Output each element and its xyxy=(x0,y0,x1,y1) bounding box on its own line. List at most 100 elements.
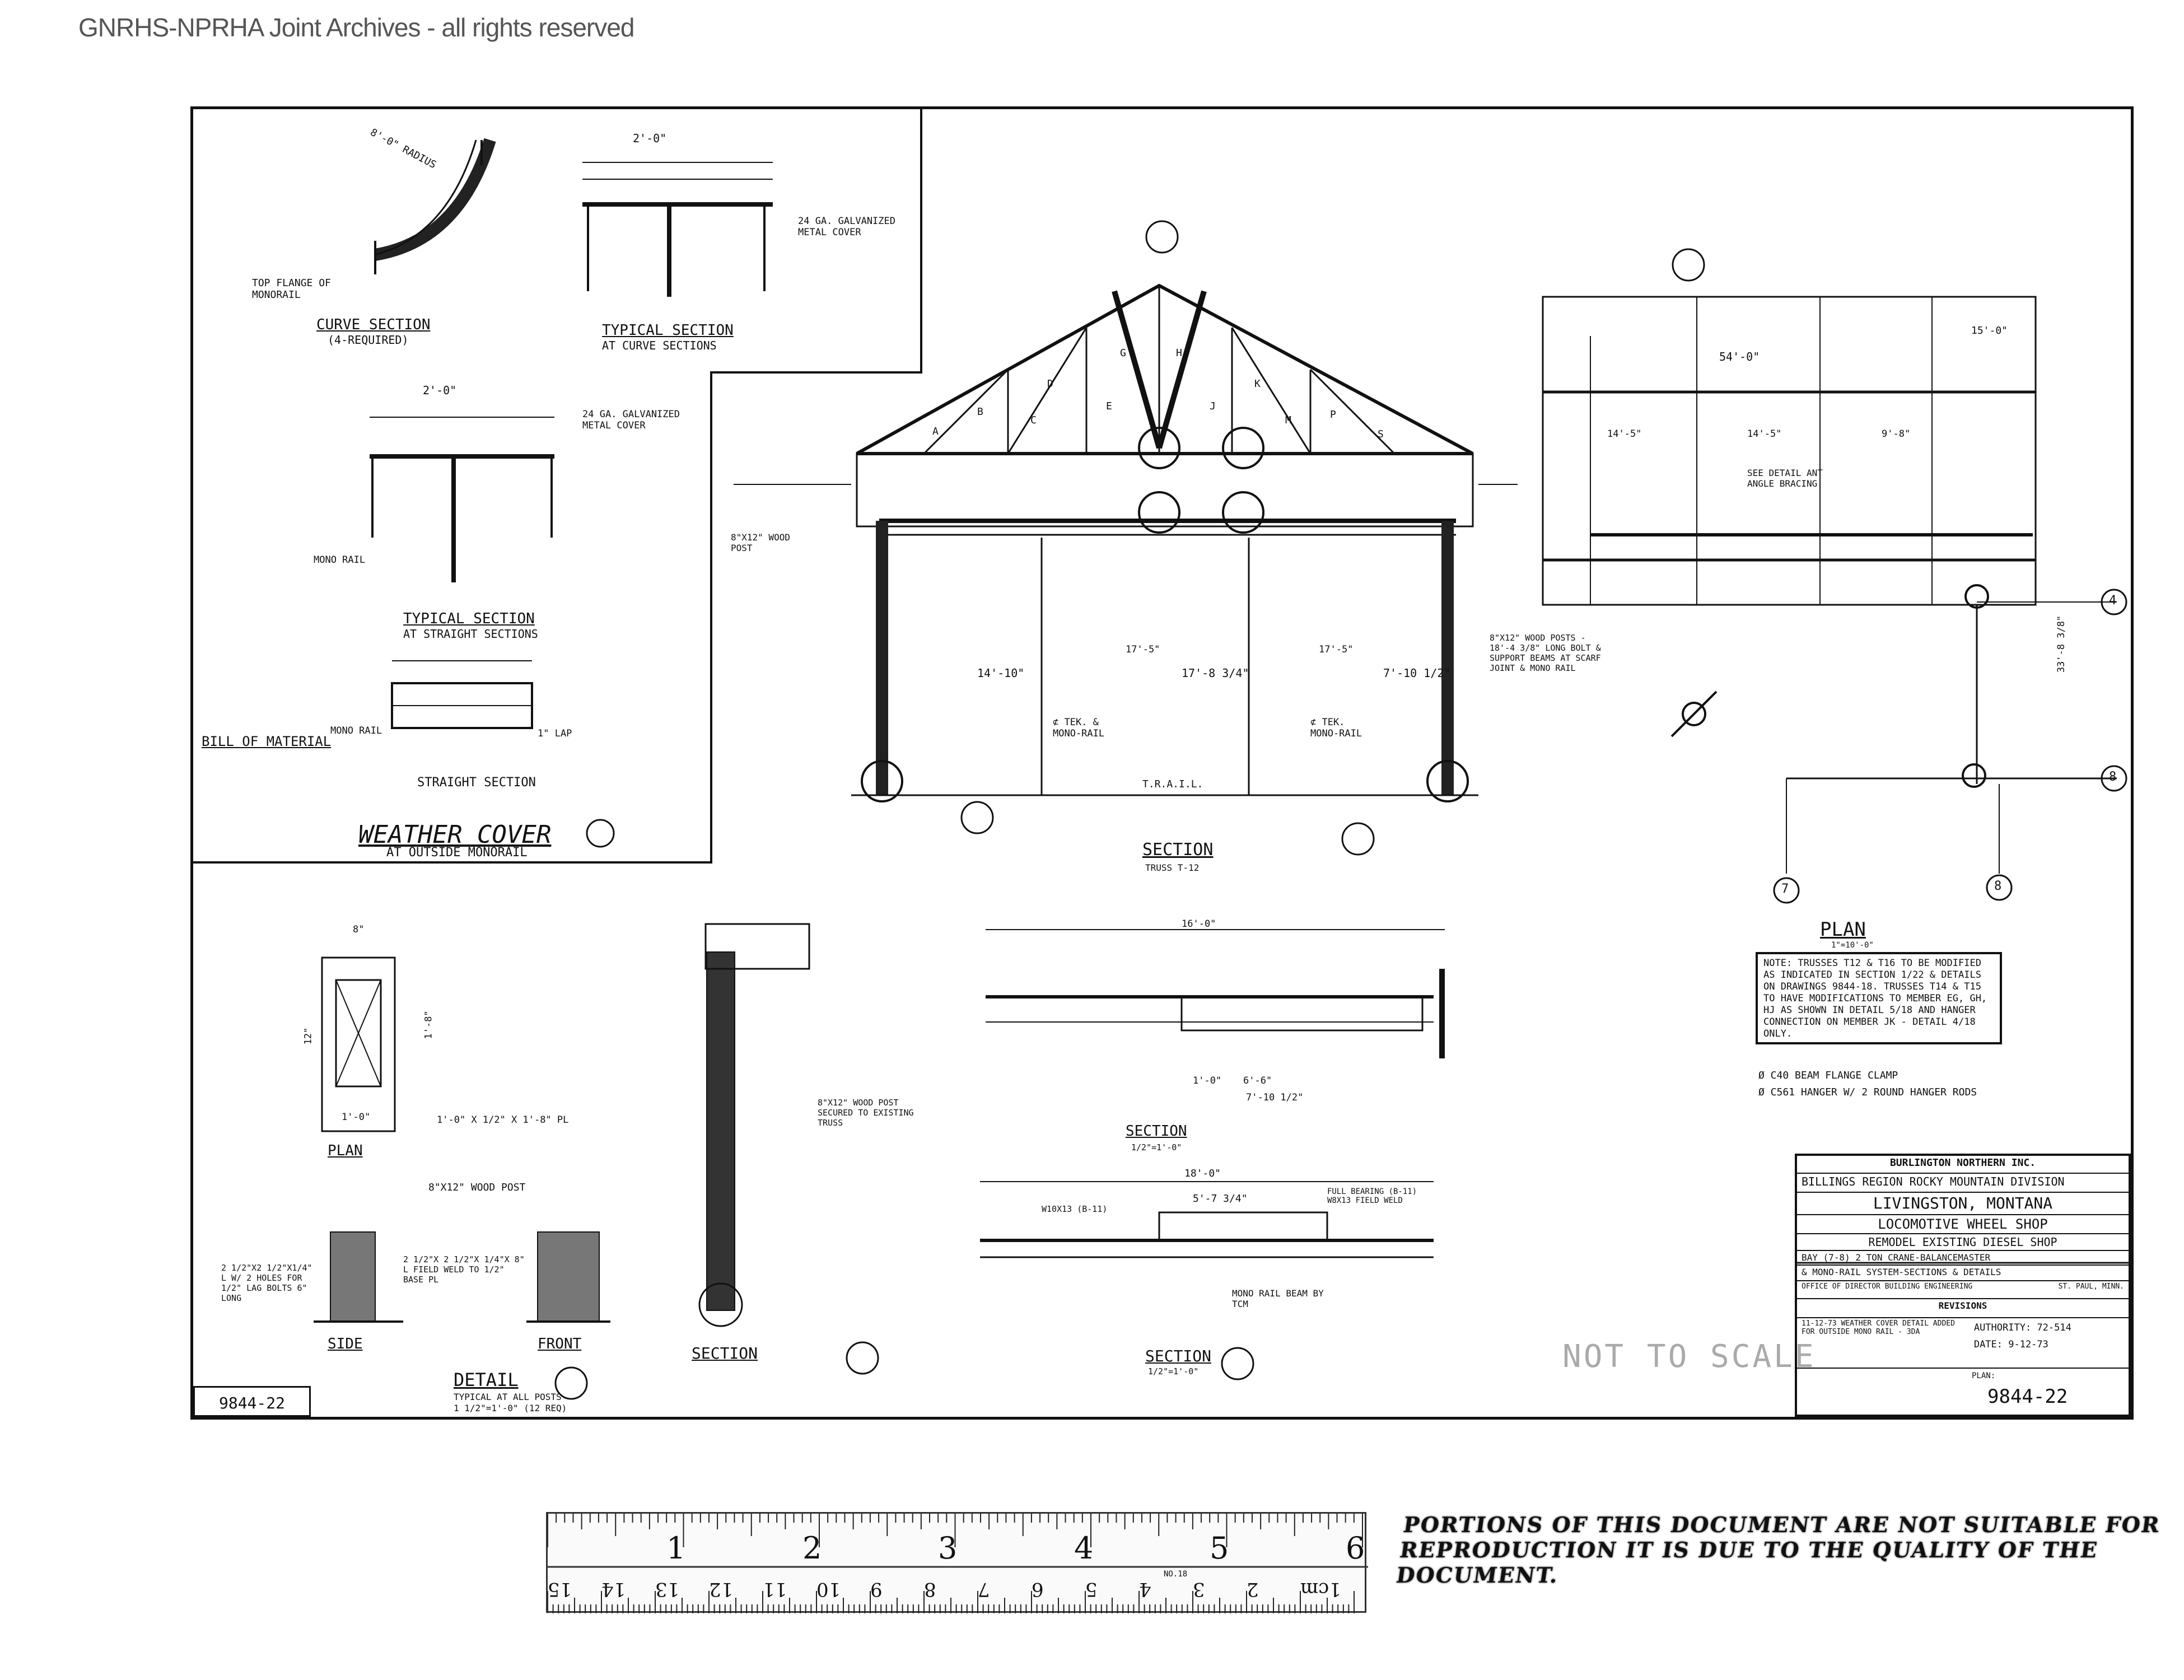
detail-a-subtitle: TYPICAL AT ALL POSTS xyxy=(454,1392,562,1402)
title-revisions: REVISIONS xyxy=(1797,1299,2129,1318)
truss-letter-s: S xyxy=(1378,428,1384,440)
truss-letter-e: E xyxy=(1106,400,1112,412)
ruler-cm-13: 13 xyxy=(655,1578,680,1600)
dim-2-0-straight: 2'-0" xyxy=(423,384,457,397)
truss-letter-b: B xyxy=(977,406,983,418)
measuring-ruler: 1 2 3 4 5 6 No.18 15 14 13 12 11 10 9 8 … xyxy=(546,1512,1368,1613)
weather-cover-border xyxy=(190,106,922,864)
plan-dim-15: 15'-0" xyxy=(1971,325,2008,337)
title-company: BURLINGTON NORTHERN INC. xyxy=(1797,1156,2129,1174)
detail-a-dim-12: 12" xyxy=(302,1027,314,1045)
ruler-cm-5: 5 xyxy=(1085,1578,1098,1600)
truss-letter-h: H xyxy=(1176,347,1182,359)
ruler-maker: No.18 xyxy=(1164,1570,1188,1579)
ruler-cm-14: 14 xyxy=(601,1578,626,1600)
plan-dim-14-5-a: 14'-5" xyxy=(1607,428,1642,440)
truss-letter-k: K xyxy=(1254,378,1261,390)
section-3-full-bearing: FULL BEARING (B-11) W8x13 FIELD WELD xyxy=(1327,1187,1417,1205)
typical-straight-title: TYPICAL SECTION xyxy=(403,610,535,627)
sheet-number-left: 9844-22 xyxy=(193,1386,311,1417)
truss-letter-p: P xyxy=(1330,409,1336,421)
section-1-subtitle: TRUSS T-12 xyxy=(1145,862,1200,873)
title-rev-row: 11-12-73 WEATHER COVER DETAIL ADDED FOR … xyxy=(1797,1318,2129,1369)
curve-section-title: CURVE SECTION xyxy=(316,316,431,333)
detail-a-plan: PLAN xyxy=(328,1142,363,1159)
title-authority: AUTHORITY: 72-514 xyxy=(1973,1322,2071,1333)
detail-a-side: SIDE xyxy=(328,1336,363,1352)
detail-a-dim-8: 8" xyxy=(353,924,365,935)
ruler-cm-11: 11 xyxy=(763,1578,787,1600)
drawing-sheet xyxy=(190,106,2134,1420)
not-to-scale-stamp: NOT TO SCALE xyxy=(1562,1338,1816,1375)
ruler-cm-8: 8 xyxy=(924,1578,936,1600)
tek-label-left: ⊄ TEK. & MONO-RAIL xyxy=(1053,717,1105,739)
grid-bubble-8-right: 8 xyxy=(2109,770,2117,784)
truss-letter-a: A xyxy=(932,426,939,437)
title-plan-no: 9844-22 xyxy=(1987,1385,2068,1408)
ruler-ticks xyxy=(548,1514,1368,1613)
detail-a-title: DETAIL xyxy=(454,1369,519,1390)
dim-14-10: 14'-10" xyxy=(977,666,1025,680)
ruler-cm-4: 4 xyxy=(1139,1578,1151,1600)
title-date: DATE: 9-12-73 xyxy=(1973,1339,2048,1350)
title-city: LIVINGSTON, MONTANA xyxy=(1797,1193,2129,1215)
ruler-inch-5: 5 xyxy=(1210,1530,1229,1566)
typical-straight-subtitle: AT STRAIGHT SECTIONS xyxy=(403,627,538,641)
section-2-dim-1-0: 1'-0" xyxy=(1193,1075,1222,1086)
ruler-cm-3: 3 xyxy=(1193,1578,1205,1600)
section-4-title: SECTION xyxy=(692,1344,758,1362)
section-2-title: SECTION xyxy=(1126,1123,1187,1140)
ruler-cm-12: 12 xyxy=(709,1578,734,1600)
section-3-beam: MONO RAIL BEAM BY TCM xyxy=(1232,1288,1324,1309)
plan-dim-14-5-b: 14'-5" xyxy=(1747,428,1782,440)
weather-cover-subtitle: AT OUTSIDE MONORAIL xyxy=(386,846,528,860)
galv-cover-curve-label: 24 GA. GALVANIZED METAL COVER xyxy=(798,216,895,238)
plan-dim-54: 54'-0" xyxy=(1719,350,1760,363)
ruler-inch-6: 6 xyxy=(1346,1530,1365,1566)
ruler-cm-1: 1cm xyxy=(1300,1578,1341,1600)
section-4-post: 8"x12" WOOD POST SECURED TO EXISTING TRU… xyxy=(818,1098,914,1128)
truss-letter-d: D xyxy=(1047,378,1053,390)
ruler-inch-4: 4 xyxy=(1074,1530,1094,1566)
grid-bubble-7: 7 xyxy=(1781,882,1789,896)
section-3-scale: 1/2"=1'-0" xyxy=(1148,1366,1199,1376)
section-3-w10: W10x13 (B-11) xyxy=(1042,1204,1108,1214)
detail-a-angle: 2 1/2"x 2 1/2"x 1/4"x 8" L FIELD WELD TO… xyxy=(403,1254,525,1285)
dim-17-5-left: 17'-5" xyxy=(1126,644,1160,655)
title-desc-3: & MONO-RAIL SYSTEM-SECTIONS & DETAILS xyxy=(1797,1266,2129,1281)
legend-beam-clamp: Ø C40 BEAM FLANGE CLAMP xyxy=(1758,1070,1898,1081)
reproduction-warning: PORTIONS OF THIS DOCUMENT ARE NOT SUITAB… xyxy=(1395,1512,2181,1588)
title-project: LOCOMOTIVE WHEEL SHOP xyxy=(1797,1215,2129,1234)
detail-a-dim-1-8: 1'-8" xyxy=(423,1010,435,1039)
bay-label: T.R.A.I.L. xyxy=(1142,778,1203,790)
trusses-note: NOTE: TRUSSES T12 & T16 TO BE MODIFIED A… xyxy=(1756,952,2002,1044)
section-2-dim-6-6: 6'-6" xyxy=(1243,1075,1272,1086)
detail-a-lag: 2 1/2"x2 1/2"x1/4" L W/ 2 HOLES FOR 1/2"… xyxy=(221,1263,312,1303)
dim-17-834: 17'-8 3/4" xyxy=(1182,666,1249,680)
title-desc-2: BAY (7-8) 2 TON CRANE-BALANCEMASTER xyxy=(1797,1251,2129,1266)
section-1-title: SECTION xyxy=(1142,840,1214,860)
ruler-cm-10: 10 xyxy=(816,1578,841,1600)
ruler-inch-3: 3 xyxy=(938,1530,958,1566)
ruler-inch-2: 2 xyxy=(802,1530,822,1566)
detail-a-plate: 1'-0" x 1/2" x 1'-8" PL xyxy=(437,1114,569,1126)
ruler-cm-6: 6 xyxy=(1032,1578,1044,1600)
truss-letter-g: G xyxy=(1120,347,1126,359)
detail-a-scale: 1 1/2"=1'-0" (12 REQ) xyxy=(454,1403,567,1413)
top-flange-label: TOP FLANGE OF MONORAIL xyxy=(252,277,331,301)
lap-label: 1" LAP xyxy=(538,728,572,739)
legend-hanger: Ø C561 HANGER W/ 2 ROUND HANGER RODS xyxy=(1758,1086,1977,1098)
plan-title: PLAN xyxy=(1820,918,1866,941)
plan-see-detail: SEE DETAIL ANT ANGLE BRACING xyxy=(1747,468,1823,489)
plan-scale: 1"=10'-0" xyxy=(1831,941,1874,950)
section-2-dim-16: 16'-0" xyxy=(1182,918,1216,930)
dim-2-0-curve: 2'-0" xyxy=(633,132,667,145)
wood-post-right-label: 8"x12" WOOD POSTS - 18'-4 3/8" LONG BOLT… xyxy=(1490,633,1601,673)
section-3-title: SECTION xyxy=(1145,1347,1212,1365)
plan-dim-9-8: 9'-8" xyxy=(1882,428,1911,440)
section-3-dim-5-7: 5'-7 3/4" xyxy=(1193,1193,1248,1205)
title-desc-1: REMODEL EXISTING DIESEL SHOP xyxy=(1797,1234,2129,1251)
title-office-row: OFFICE OF DIRECTOR BUILDING ENGINEERING … xyxy=(1797,1281,2129,1299)
mono-rail-label-section: MONO RAIL xyxy=(330,725,382,736)
weather-cover-title: WEATHER COVER xyxy=(358,820,552,849)
